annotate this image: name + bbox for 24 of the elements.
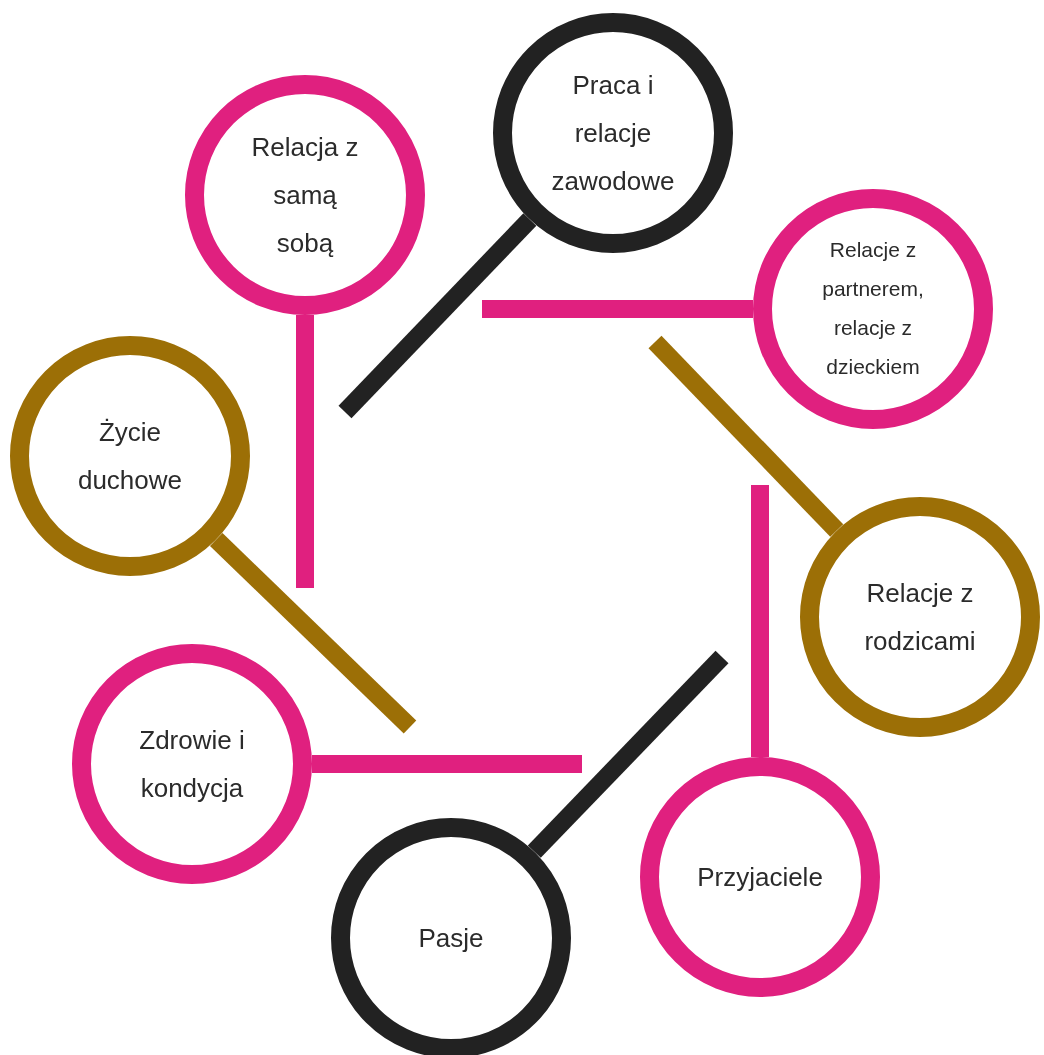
connector-line [751, 485, 769, 757]
connector-line [296, 315, 314, 588]
connector-line [209, 533, 417, 734]
circle-node [185, 75, 425, 315]
circle-node [640, 757, 880, 997]
circle-node [10, 336, 250, 576]
node-label: Przyjaciele [697, 860, 823, 894]
node-label: Relacje z rodzicami [863, 576, 977, 658]
node-label: Życie duchowe [76, 415, 184, 497]
node-label: Pasje [418, 921, 484, 955]
circle-node [72, 644, 312, 884]
node-label: Zdrowie i kondycja [138, 723, 246, 805]
node-label: Relacja z samą sobą [250, 130, 360, 261]
circle-node [800, 497, 1040, 737]
connector-line [482, 300, 753, 318]
connector-line [312, 755, 582, 773]
circle-node [753, 189, 993, 429]
connector-line [338, 213, 537, 419]
node-label: Relacje z partnerem, relacje z dzieckiem [821, 237, 925, 380]
connector-line [648, 335, 844, 537]
circle-node [493, 13, 733, 253]
node-label: Praca i relacje zawodowe [550, 68, 676, 199]
circle-node [331, 818, 571, 1055]
connector-line [527, 650, 729, 858]
